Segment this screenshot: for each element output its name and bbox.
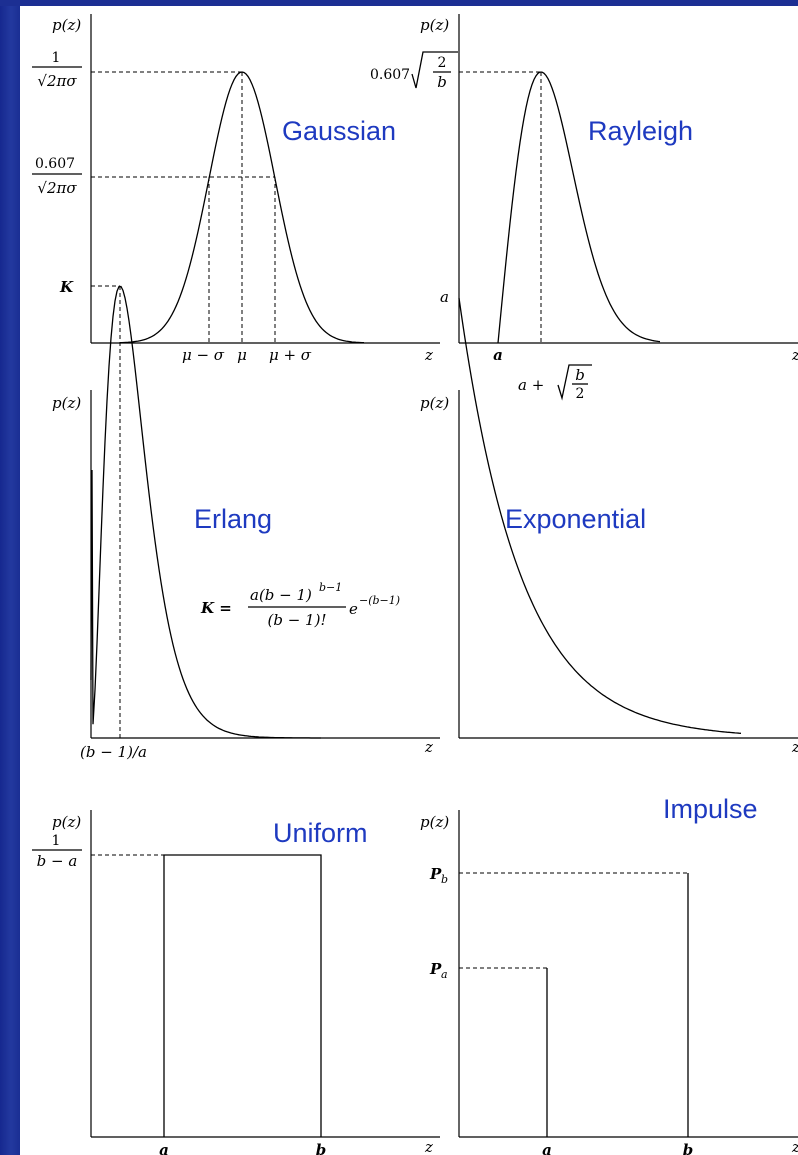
uniform-x-label: z	[424, 1138, 433, 1155]
impulse-tick-a: a	[542, 1141, 552, 1155]
erlang-curve	[90, 285, 321, 739]
erlang-formula-lhs: K =	[200, 599, 232, 617]
erlang-panel: p(z) K (b − 1)/a z K = a(b − 1) b−1 (b −…	[52, 278, 440, 761]
exponential-curve	[458, 297, 742, 734]
uniform-height-numerator: 1	[52, 833, 61, 849]
rayleigh-tick-mode-prefix: a +	[518, 376, 544, 394]
erlang-peak-label: K	[59, 278, 74, 296]
uniform-tick-b: b	[316, 1141, 327, 1155]
erlang-title: Erlang	[194, 504, 272, 534]
rayleigh-tick-radical	[557, 364, 592, 401]
rayleigh-curve	[497, 71, 661, 344]
rayleigh-title: Rayleigh	[588, 116, 693, 146]
rayleigh-y-label: p(z)	[420, 16, 449, 34]
gaussian-peak-numerator: 1	[52, 50, 61, 66]
gaussian-x-label: z	[424, 346, 433, 364]
erlang-y-label: p(z)	[52, 394, 81, 412]
impulse-y-label: p(z)	[420, 813, 449, 831]
gaussian-tick-mu-plus-sigma: μ + σ	[269, 346, 312, 364]
gaussian-half-denominator: √2πσ	[37, 179, 77, 197]
slide-top-border	[0, 0, 798, 6]
erlang-x-label: z	[424, 738, 433, 756]
gaussian-y-label: p(z)	[52, 16, 81, 34]
impulse-pb-subscript: b	[441, 873, 448, 886]
impulse-x-label: z	[791, 1138, 798, 1155]
uniform-tick-a: a	[159, 1141, 169, 1155]
erlang-formula-denominator: (b − 1)!	[268, 611, 327, 629]
rayleigh-peak-radical	[411, 51, 458, 89]
exponential-panel: p(z) a z Exponential	[420, 288, 798, 756]
erlang-tick-label: (b − 1)/a	[80, 743, 147, 761]
uniform-panel: p(z) 1 b − a a b z Uniform	[32, 810, 440, 1155]
rayleigh-panel: p(z) 0.607 2 b a a + b 2 z Rayleigh	[370, 14, 798, 402]
gaussian-tick-mu-minus-sigma: μ − σ	[182, 346, 225, 364]
uniform-height-denominator: b − a	[37, 852, 78, 870]
rayleigh-tick-frac-denominator: 2	[576, 386, 585, 402]
rayleigh-tick-frac-numerator: b	[575, 366, 585, 384]
exponential-title: Exponential	[505, 504, 646, 534]
exponential-y-label: p(z)	[420, 394, 449, 412]
impulse-pa-subscript: a	[441, 968, 448, 981]
rayleigh-peak-frac-denominator: b	[437, 73, 447, 91]
gaussian-title: Gaussian	[282, 116, 396, 146]
erlang-formula-numerator: a(b − 1)	[250, 586, 312, 604]
erlang-formula-e-exp: −(b−1)	[359, 594, 400, 607]
impulse-title: Impulse	[663, 794, 758, 824]
exponential-x-label: z	[791, 738, 798, 756]
gaussian-panel: p(z) 1 √2πσ 0.607 √2πσ μ − σ μ μ + σ z G…	[32, 14, 440, 364]
slide-sidebar	[0, 0, 20, 1155]
impulse-pa-label: P	[429, 960, 442, 978]
gaussian-tick-mu: μ	[237, 346, 247, 364]
impulse-pb-label: P	[429, 865, 442, 883]
erlang-formula-numerator-exp: b−1	[319, 581, 342, 594]
uniform-rectangle	[163, 854, 322, 1137]
erlang-formula-e: e	[349, 600, 358, 618]
exponential-start-label: a	[440, 288, 449, 306]
uniform-y-label: p(z)	[52, 813, 81, 831]
uniform-title: Uniform	[273, 818, 368, 848]
rayleigh-tick-a: a	[493, 346, 503, 364]
rayleigh-peak-frac-numerator: 2	[438, 55, 447, 71]
impulse-panel: p(z) P b P a a b z Impulse	[420, 794, 798, 1155]
impulse-tick-b: b	[683, 1141, 694, 1155]
gaussian-peak-denominator: √2πσ	[37, 72, 77, 90]
rayleigh-peak-coefficient: 0.607	[370, 67, 410, 83]
gaussian-half-numerator: 0.607	[35, 156, 75, 172]
rayleigh-x-label: z	[791, 346, 798, 364]
